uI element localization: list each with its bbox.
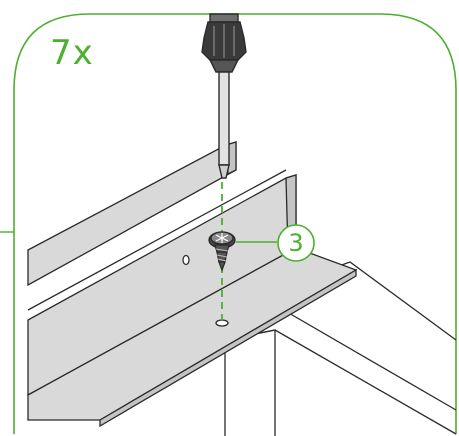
target-hole (215, 319, 229, 327)
callout-circle (277, 224, 315, 262)
screwdriver-icon (201, 13, 247, 179)
repeat-count-label: 7x (50, 33, 94, 73)
panel-hole (182, 254, 190, 266)
screw-icon (208, 231, 236, 272)
front-angle-panel (27, 169, 358, 428)
part-number-label: 3 (288, 229, 304, 257)
